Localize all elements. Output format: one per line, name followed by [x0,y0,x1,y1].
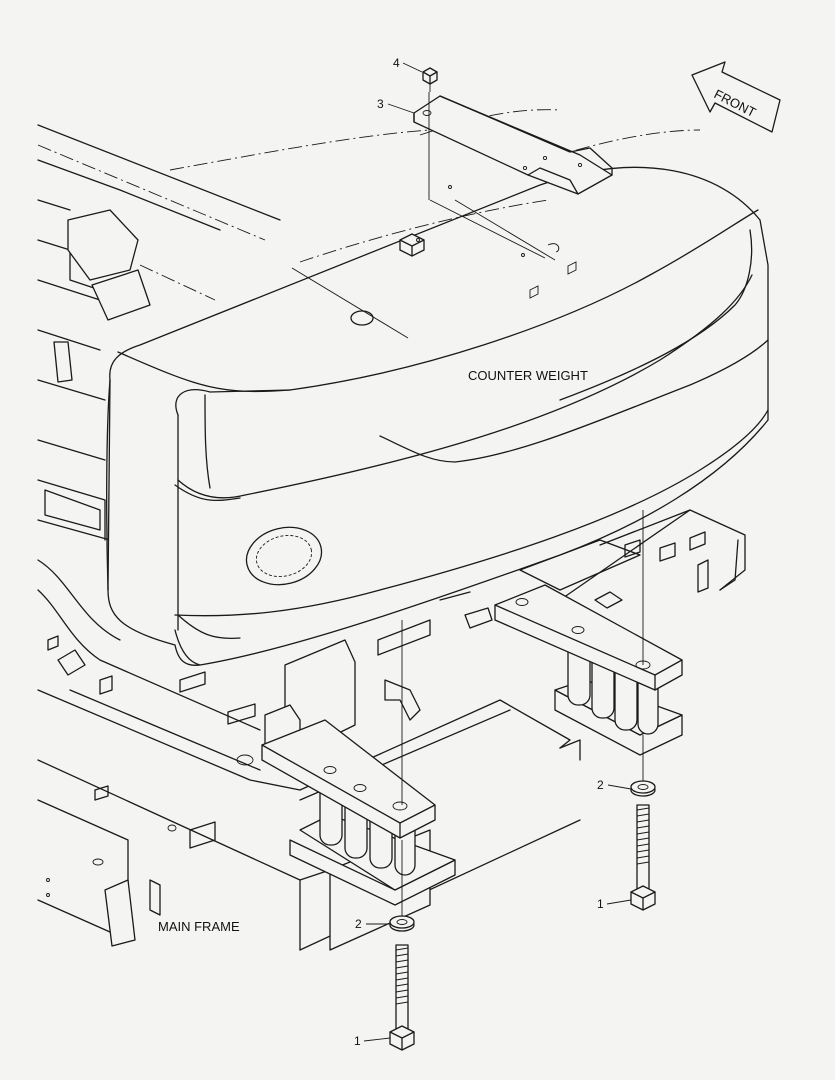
main-frame-label: MAIN FRAME [158,919,240,934]
left-mount [261,719,456,906]
washer-right [630,780,656,797]
bolt-right [630,804,656,911]
main-frame [37,124,301,951]
right-mount [494,584,683,756]
washer-left [389,915,415,932]
callout-bolt-left: 1 [354,1034,361,1048]
cover-plate [413,95,613,195]
callout-washer-right: 2 [597,778,604,792]
callout-bolt-right: 1 [597,897,604,911]
bolt-left [389,944,415,1051]
callout-washer-left: 2 [355,917,362,931]
screw [422,67,438,92]
counter-weight-label: COUNTER WEIGHT [468,368,588,383]
counter-weight [106,109,769,666]
callout-plate: 3 [377,97,384,111]
front-direction-arrow: FRONT [691,61,781,133]
callout-screw: 4 [393,56,400,70]
alignment-lines [401,92,644,918]
callouts: 4 3 2 1 2 1 [354,56,632,1048]
